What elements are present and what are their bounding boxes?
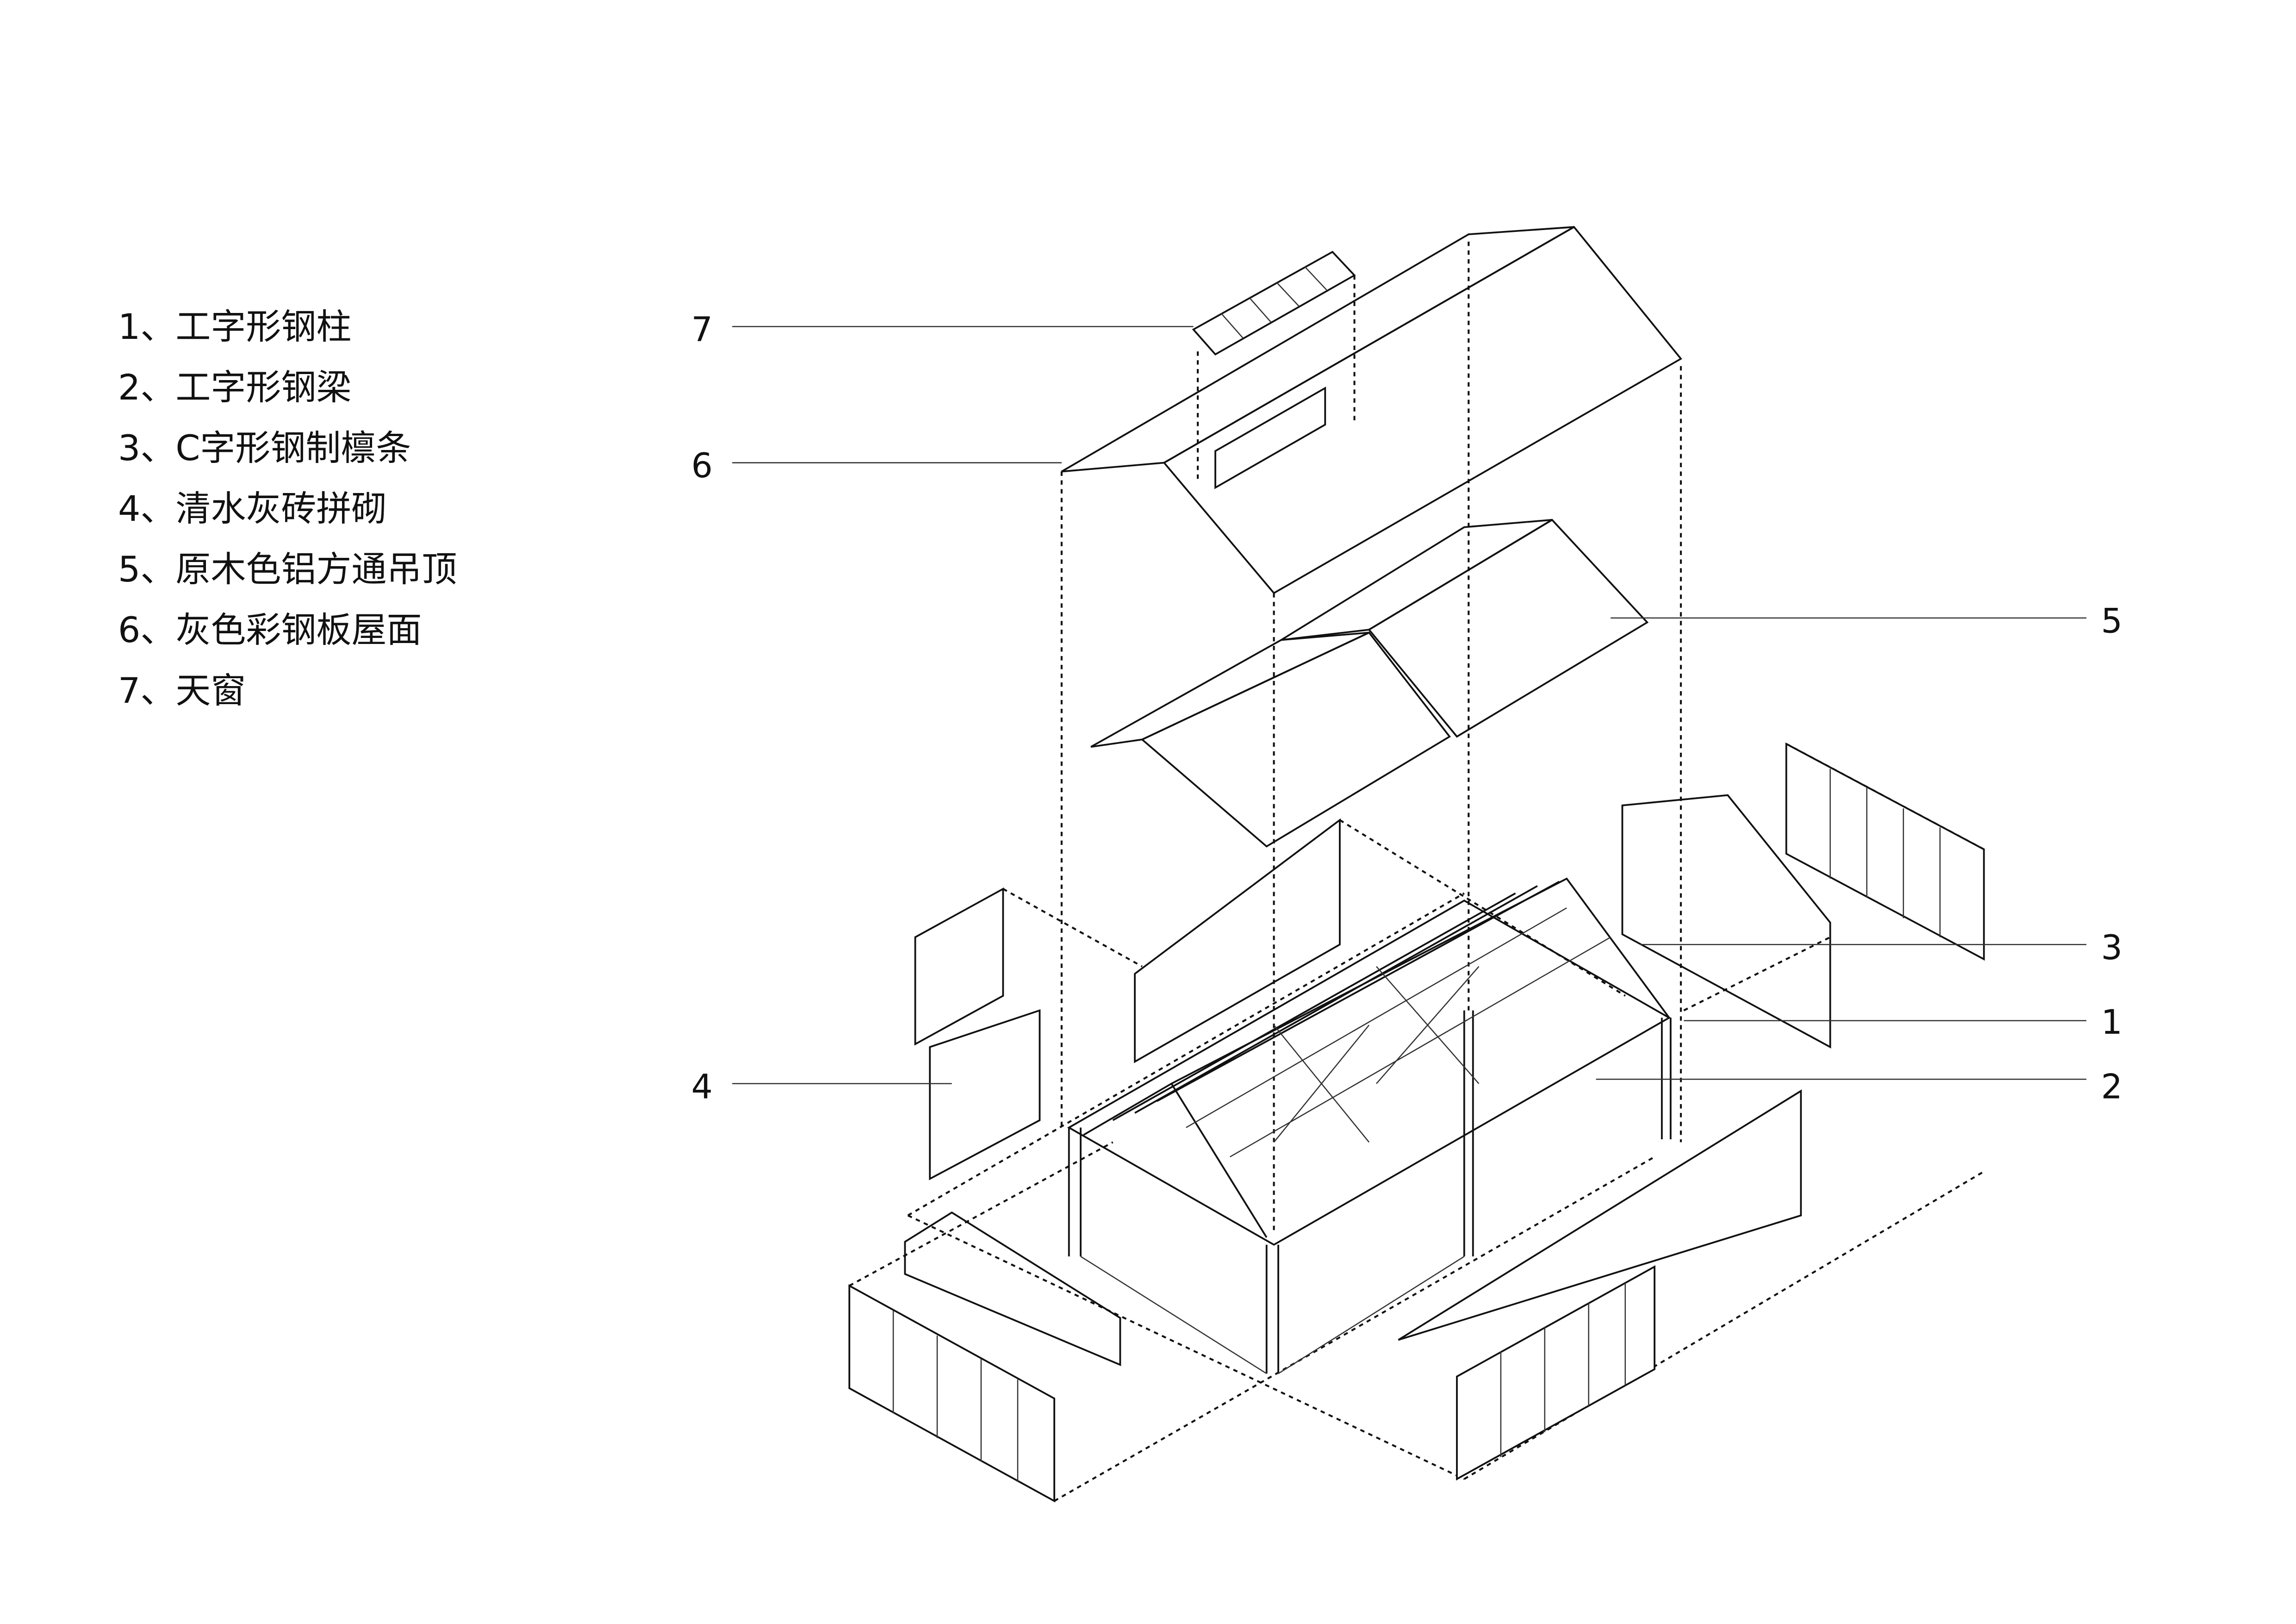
projection-lines: [849, 241, 1985, 1502]
skylight-opening: [1214, 386, 1326, 489]
brick-walls: [904, 794, 1831, 1366]
callout-2: 2: [2101, 1067, 2122, 1106]
callout-3: 3: [2101, 928, 2122, 968]
legend-item-3: 3、C字形钢制檩条: [118, 427, 411, 468]
skylight: [1192, 250, 1356, 356]
legend-item-7: 7、天窗: [118, 670, 246, 711]
legend-item-4: 4、清水灰砖拼砌: [118, 488, 387, 529]
callout-6: 6: [691, 446, 713, 486]
roof-panels: [1061, 225, 1682, 594]
legend: 1、工字形钢柱 2、工字形钢梁 3、C字形钢制檩条 4、清水灰砖拼砌 5、原木色…: [118, 296, 457, 721]
legend-item-5: 5、原木色铝方通吊顶: [118, 549, 457, 590]
callout-7: 7: [691, 310, 713, 350]
callout-4: 4: [691, 1067, 713, 1106]
window-frames: [848, 742, 1985, 1503]
steel-frame: [1067, 877, 1672, 1374]
leader-lines: [732, 326, 2087, 1085]
callout-5: 5: [2101, 602, 2122, 641]
legend-item-6: 6、灰色彩钢板屋面: [118, 609, 422, 650]
legend-item-1: 1、工字形钢柱: [118, 306, 352, 347]
ceiling-panels: [1090, 518, 1649, 848]
legend-item-2: 2、工字形钢梁: [118, 367, 352, 408]
callout-1: 1: [2101, 1003, 2122, 1042]
